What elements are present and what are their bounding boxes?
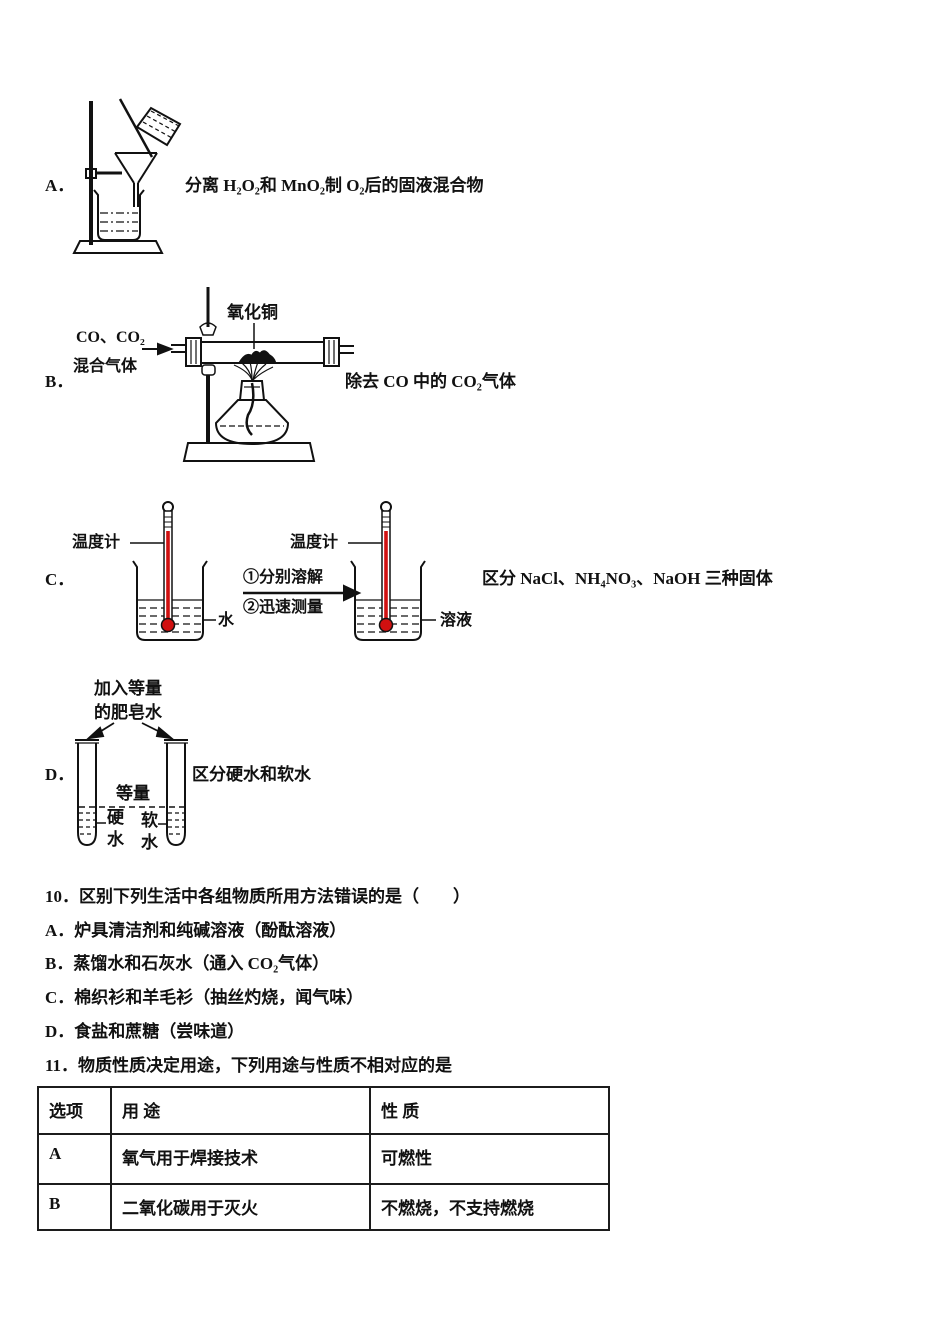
row-b-option: B (37, 1183, 112, 1231)
use-property-table: 选项 用 途 性 质 A 氧气用于焊接技术 可燃性 B 二氧化碳用于灭火 不燃烧… (37, 1086, 610, 1231)
option-c-caption: 区分 NaCl、NH₄NO₃、NaOH 三种固体 (482, 569, 773, 588)
option-d-caption: 区分硬水和软水 (192, 765, 311, 784)
thermometer-label-left: 温度计 (72, 534, 121, 551)
equal-amount-label: 等量 (116, 784, 150, 803)
option-a-caption: 分离 H₂O₂和 MnO₂制 O₂后的固液混合物 (185, 176, 484, 195)
hard-water-label: 硬水 (107, 808, 124, 849)
header-property: 性 质 (369, 1086, 610, 1135)
soft-water-label: 软水 (141, 811, 158, 852)
option-a-label: A． (45, 176, 75, 195)
question-10-choice-a: A．炉具清洁剂和纯碱溶液（酚酞溶液） (45, 921, 347, 940)
row-b-property: 不燃烧，不支持燃烧 (369, 1183, 610, 1231)
hard-soft-water-tubes-diagram (75, 722, 188, 847)
row-a-option: A (37, 1133, 112, 1185)
question-10-title: 10．区别下列生活中各组物质所用方法错误的是（ ） (45, 887, 470, 906)
question-10-choice-c: C．棉织衫和羊毛衫（抽丝灼烧，闻气味） (45, 988, 364, 1007)
water-label: 水 (218, 612, 235, 629)
option-c-label: C． (45, 570, 75, 589)
co-purification-apparatus-diagram (142, 287, 354, 462)
row-a-use: 氧气用于焊接技术 (110, 1133, 371, 1185)
copper-oxide-label: 氧化铜 (227, 303, 278, 322)
step2-label: ②迅速测量 (243, 599, 324, 616)
table-row: A 氧气用于焊接技术 可燃性 (37, 1133, 610, 1185)
header-option: 选项 (37, 1086, 112, 1135)
option-d-label: D． (45, 765, 75, 784)
gas-mixture-line1: CO、CO₂ (76, 329, 145, 346)
row-a-property: 可燃性 (369, 1133, 610, 1185)
table-row: B 二氧化碳用于灭火 不燃烧，不支持燃烧 (37, 1183, 610, 1231)
option-b-caption: 除去 CO 中的 CO₂气体 (345, 372, 516, 391)
step1-label: ①分别溶解 (243, 569, 324, 586)
table-header-row: 选项 用 途 性 质 (37, 1086, 610, 1135)
filtration-apparatus-diagram (72, 98, 182, 254)
solution-label: 溶液 (440, 612, 473, 629)
row-b-use: 二氧化碳用于灭火 (110, 1183, 371, 1231)
add-soap-water-label: 加入等量的肥皂水 (94, 679, 162, 722)
question-11-title: 11．物质性质决定用途，下列用途与性质不相对应的是 (45, 1056, 453, 1075)
question-10-choice-b: B．蒸馏水和石灰水（通入 CO₂气体） (45, 954, 330, 973)
header-use: 用 途 (110, 1086, 371, 1135)
gas-mixture-line2: 混合气体 (73, 358, 138, 375)
option-b-label: B． (45, 372, 74, 391)
question-10-choice-d: D．食盐和蔗糖（尝味道） (45, 1022, 245, 1041)
thermometer-beakers-diagram (130, 501, 436, 641)
thermometer-label-right: 温度计 (290, 534, 339, 551)
